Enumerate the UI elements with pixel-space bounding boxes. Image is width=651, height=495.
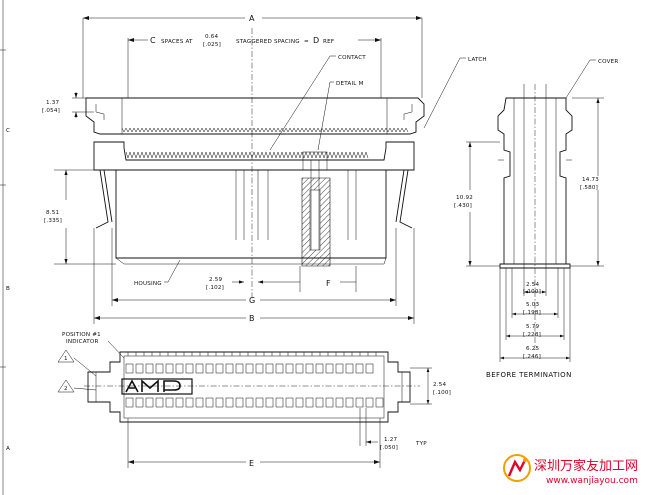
dim-137-in: [.054]	[42, 108, 60, 114]
svg-text:1: 1	[64, 356, 68, 362]
dim-503-in: [.198]	[523, 310, 541, 316]
dim-c-label: C	[150, 36, 156, 45]
top-view: POSITION #1 INDICATOR 1 2 2.54 [.100] 1.…	[57, 332, 451, 468]
dim-254-side-in: [.100]	[523, 289, 541, 295]
front-view: A C SPACES AT 0.64 [.025] STAGGERED SPAC…	[42, 14, 487, 324]
dim-259-in: [.102]	[206, 285, 224, 291]
dim-579-mm: 5.79	[526, 324, 539, 330]
dim-625-in: [.246]	[523, 354, 541, 360]
dim-f-label: F	[326, 279, 331, 288]
watermark-url: www.wanjiayou.com	[546, 476, 638, 486]
zone-b-label: B	[6, 286, 10, 292]
dim-1092-mm: 10.92	[456, 195, 473, 201]
pitch-mm: 0.64	[205, 34, 218, 40]
ref-label: REF	[323, 39, 334, 45]
equals-sign: =	[304, 39, 309, 45]
dim-259-mm: 2.59	[209, 277, 222, 283]
bottom-contact-row	[125, 397, 384, 408]
watermark-name: 深圳万家友加工网	[534, 458, 638, 474]
indicator-label: INDICATOR	[66, 339, 99, 345]
note-triangle-1: 1	[57, 349, 75, 363]
dim-254-side-mm: 2.54	[526, 282, 539, 288]
dim-137-mm: 1.37	[46, 100, 59, 106]
staggered-spacing-label: STAGGERED SPACING	[236, 39, 300, 45]
dim-503-mm: 5.03	[526, 302, 539, 308]
dim-1473-mm: 14.73	[582, 177, 599, 183]
dim-127-mm: 1.27	[384, 437, 397, 443]
watermark: 深圳万家友加工网 www.wanjiayou.com	[503, 454, 638, 486]
zone-c-label: C	[6, 128, 10, 134]
spaces-at-label: SPACES AT	[161, 39, 193, 45]
note-triangle-2: 2	[57, 379, 75, 393]
dim-1473-in: [.580]	[580, 185, 598, 191]
dim-579-in: [.228]	[523, 332, 541, 338]
watermark-logo-icon	[503, 454, 531, 482]
dim-d-label: D	[313, 36, 319, 45]
dim-851-mm: 8.51	[46, 210, 59, 216]
dim-a-label: A	[249, 14, 255, 23]
dim-851-in: [.335]	[44, 218, 62, 224]
dim-625-mm: 6.25	[526, 346, 539, 352]
dim-1092-in: [.430]	[454, 203, 472, 209]
before-termination-caption: BEFORE TERMINATION	[486, 371, 572, 379]
detail-m-label: DETAIL M	[336, 81, 364, 87]
typ-label: TYP	[415, 441, 427, 447]
pitch-in: [.025]	[203, 42, 221, 48]
amp-logo-emblem	[121, 378, 193, 395]
dim-e-label: E	[249, 459, 254, 468]
drawing-border: C B A	[0, 0, 10, 495]
dim-127-in: [.050]	[380, 445, 398, 451]
svg-text:2: 2	[64, 386, 68, 392]
dim-g-label: G	[249, 296, 255, 305]
latch-label: LATCH	[468, 57, 487, 63]
position-1-label: POSITION #1	[62, 332, 101, 338]
dim-254-top-in: [.100]	[433, 390, 451, 396]
zone-a-label: A	[6, 446, 10, 452]
side-view: COVER 10.92 [.430] 14.73 [.580] 2.54 [.1…	[454, 59, 618, 379]
dim-254-top-mm: 2.54	[433, 382, 446, 388]
top-contact-row	[125, 363, 374, 374]
contact-label: CONTACT	[338, 55, 366, 61]
dim-b-label: B	[249, 314, 255, 323]
cover-label: COVER	[598, 59, 618, 65]
housing-label: HOUSING	[134, 281, 162, 287]
